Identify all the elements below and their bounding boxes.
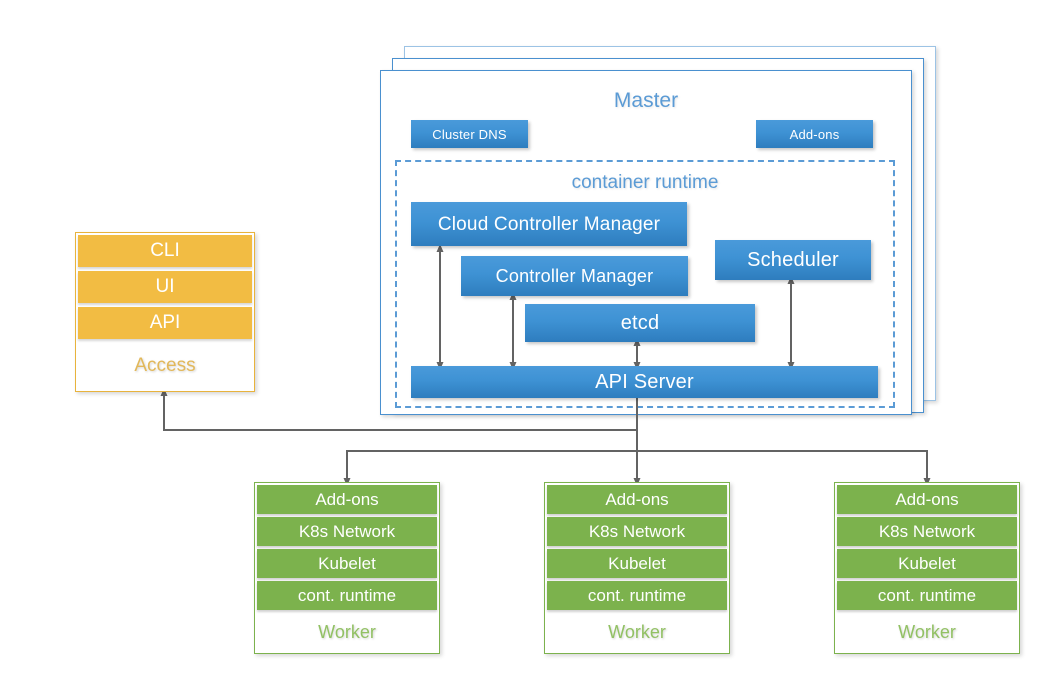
worker-3-frame-label: Worker	[898, 622, 956, 642]
worker-3-row-cont-runtime[interactable]: cont. runtime	[837, 581, 1017, 610]
node-api-server[interactable]: API Server	[411, 366, 878, 398]
worker-frame-2: Add-ons K8s Network Kubelet cont. runtim…	[544, 482, 730, 654]
node-cloud-controller-manager[interactable]: Cloud Controller Manager	[411, 202, 687, 246]
access-row-api-label: API	[149, 312, 181, 333]
worker-1-row-kubelet-label: Kubelet	[318, 553, 376, 573]
worker-2-row-kubelet[interactable]: Kubelet	[547, 549, 727, 578]
worker-3-row-addons[interactable]: Add-ons	[837, 485, 1017, 514]
node-api-server-label: API Server	[595, 371, 694, 393]
node-cluster-dns[interactable]: Cluster DNS	[411, 120, 528, 148]
worker-2-row-cont-runtime[interactable]: cont. runtime	[547, 581, 727, 610]
access-row-ui[interactable]: UI	[78, 271, 252, 303]
access-row-api[interactable]: API	[78, 307, 252, 339]
node-master-addons-label: Add-ons	[789, 126, 840, 142]
wire-worker-bus	[346, 450, 928, 482]
node-cluster-dns-label: Cluster DNS	[432, 126, 507, 142]
worker-1-frame-label: Worker	[318, 622, 376, 642]
worker-3-row-kubelet-label: Kubelet	[898, 553, 956, 573]
worker-1-row-k8s-network[interactable]: K8s Network	[257, 517, 437, 546]
master-title: Master	[613, 89, 679, 112]
access-row-cli-label: CLI	[150, 240, 180, 261]
worker-3-row-k8s-network[interactable]: K8s Network	[837, 517, 1017, 546]
worker-2-row-cont-runtime-label: cont. runtime	[587, 585, 687, 605]
worker-3-row-kubelet[interactable]: Kubelet	[837, 549, 1017, 578]
container-runtime-frame: container runtime	[395, 160, 895, 408]
worker-1-row-addons[interactable]: Add-ons	[257, 485, 437, 514]
node-cloud-controller-manager-label: Cloud Controller Manager	[437, 213, 661, 235]
access-row-ui-label: UI	[155, 276, 175, 297]
worker-3-row-cont-runtime-label: cont. runtime	[877, 585, 977, 605]
node-master-addons[interactable]: Add-ons	[756, 120, 873, 148]
worker-frame-3: Add-ons K8s Network Kubelet cont. runtim…	[834, 482, 1020, 654]
worker-2-row-k8s-network-label: K8s Network	[588, 521, 686, 541]
worker-3-row-k8s-network-label: K8s Network	[878, 521, 976, 541]
node-controller-manager[interactable]: Controller Manager	[461, 256, 688, 296]
worker-2-row-k8s-network[interactable]: K8s Network	[547, 517, 727, 546]
worker-1-row-k8s-network-label: K8s Network	[298, 521, 396, 541]
worker-1-row-addons-label: Add-ons	[315, 489, 379, 509]
node-etcd-label: etcd	[620, 312, 660, 334]
worker-2-frame-label: Worker	[608, 622, 666, 642]
access-row-cli[interactable]: CLI	[78, 235, 252, 267]
access-frame: CLI UI API Access	[75, 232, 255, 392]
node-scheduler[interactable]: Scheduler	[715, 240, 871, 280]
worker-2-row-addons-label: Add-ons	[605, 489, 669, 509]
access-frame-label: Access	[134, 355, 196, 376]
node-controller-manager-label: Controller Manager	[495, 266, 654, 286]
worker-1-row-cont-runtime[interactable]: cont. runtime	[257, 581, 437, 610]
container-runtime-title: container runtime	[571, 172, 719, 193]
worker-2-row-kubelet-label: Kubelet	[608, 553, 666, 573]
node-etcd[interactable]: etcd	[525, 304, 755, 342]
worker-1-row-kubelet[interactable]: Kubelet	[257, 549, 437, 578]
worker-1-row-cont-runtime-label: cont. runtime	[297, 585, 397, 605]
worker-frame-1: Add-ons K8s Network Kubelet cont. runtim…	[254, 482, 440, 654]
worker-3-row-addons-label: Add-ons	[895, 489, 959, 509]
worker-2-row-addons[interactable]: Add-ons	[547, 485, 727, 514]
node-scheduler-label: Scheduler	[747, 249, 839, 271]
